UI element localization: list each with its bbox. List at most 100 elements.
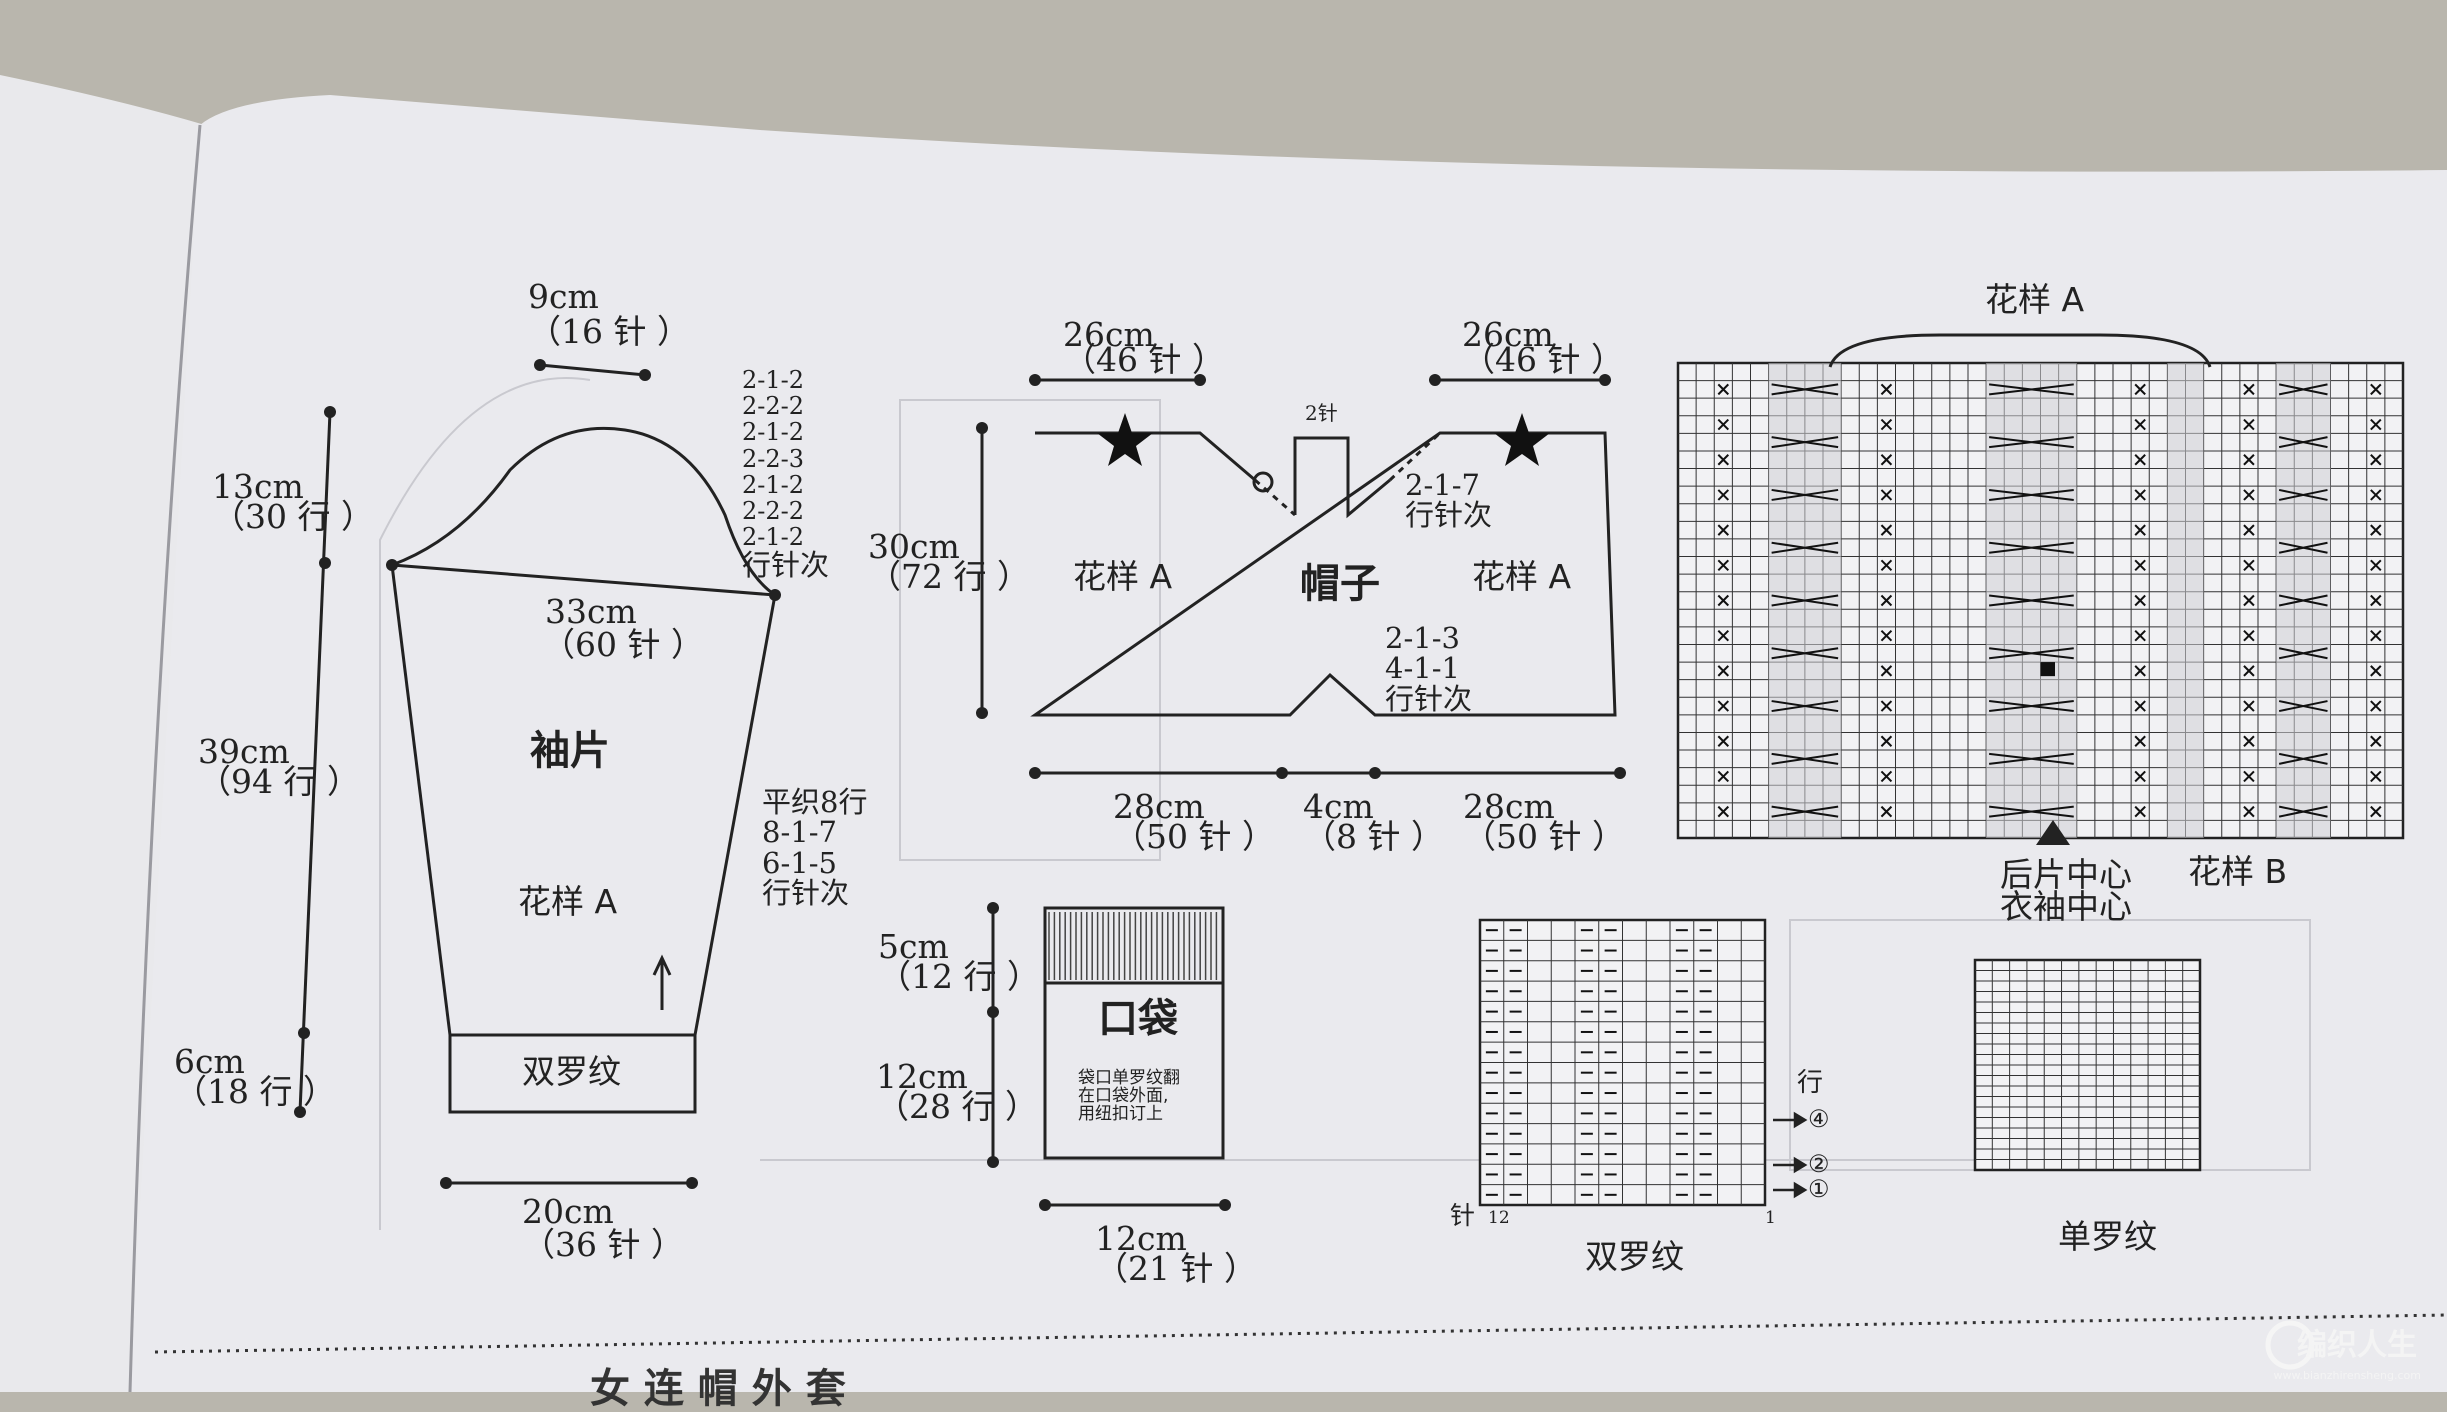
sleeve-cap-shaping: 2-1-2 2-2-2 2-1-2 2-2-3 2-1-2 2-2-2 2-1-… — [742, 367, 829, 580]
cross-stitch-symbol — [2370, 383, 2382, 396]
note-line: 在口袋外面, — [1078, 1085, 1169, 1106]
cross-stitch-symbol — [2243, 418, 2255, 431]
pattern-a-bracket — [1828, 333, 2212, 368]
hood-height-rows: （72 行 ） — [868, 557, 1030, 596]
cross-stitch-symbol — [2370, 489, 2382, 501]
shaping-line: 行针次 — [1385, 681, 1473, 716]
pocket-note: 袋口单罗纹翻 在口袋外面, 用纽扣订上 — [1078, 1069, 1180, 1124]
sleeve-cap-height: 13cm — [212, 467, 304, 506]
row-mark-4: ④ — [1808, 1105, 1830, 1133]
pocket-top-rows: （12 行 ） — [878, 957, 1040, 996]
cross-stitch-symbol — [1717, 770, 1730, 783]
cross-stitch-symbol — [1717, 594, 1730, 607]
cross-stitch-symbol — [1880, 489, 1893, 501]
cross-stitch-symbol — [1880, 559, 1893, 572]
hood-bottom-right-stitches: （50 针 ） — [1463, 817, 1625, 856]
sleeve-bottom-width: 20cm — [522, 1192, 614, 1231]
pocket-rib-hatch — [1048, 912, 1218, 980]
cross-stitch-symbol — [2134, 489, 2146, 501]
sleeve-bottom-stitches: （36 针 ） — [522, 1225, 684, 1264]
cable-cross-symbol — [2278, 805, 2328, 818]
hood-height: 30cm — [868, 527, 960, 566]
center-marker — [2040, 662, 2055, 677]
sleeve-rib-label: 双罗纹 — [522, 1052, 621, 1091]
page-gutter — [128, 124, 202, 1392]
sleeve-rib-height: 6cm — [174, 1042, 245, 1081]
cable-cross-symbol — [1989, 752, 2074, 765]
cross-stitch-symbol — [1717, 735, 1730, 747]
sleeve-center-label: 衣袖中心 — [2000, 887, 2132, 926]
cross-stitch-symbol — [2134, 735, 2146, 747]
cross-stitch-symbol — [2370, 524, 2382, 536]
note-line: 用纽扣订上 — [1078, 1103, 1163, 1124]
shaping-line: 2-1-7 — [1405, 468, 1480, 502]
shaping-line: 行针次 — [1405, 498, 1493, 533]
sleeve-rib-rows: （18 行 ） — [174, 1072, 336, 1111]
cable-cross-symbol — [1771, 488, 1839, 501]
sleeve-cap-rows: （30 行 ） — [212, 497, 374, 536]
cross-stitch-symbol — [1717, 524, 1730, 536]
cable-cross-symbol — [1989, 383, 2074, 396]
cross-stitch-symbol — [2243, 805, 2255, 818]
cable-cross-symbol — [2278, 541, 2328, 554]
sleeve-increase: 平织8行 8-1-7 6-1-5 行针次 — [762, 787, 867, 909]
cable-cross-symbol — [2278, 383, 2328, 396]
sleeve-top-width: 9cm — [528, 277, 599, 316]
cable-cross-symbol — [2278, 488, 2328, 501]
hood-outline — [980, 378, 1620, 775]
shaping-line: 4-1-1 — [1385, 651, 1460, 686]
needle-label: 针 — [1450, 1201, 1476, 1230]
double-rib-grid — [1478, 918, 1767, 1207]
hood-right-top-width: 26cm — [1462, 315, 1554, 354]
pocket-title: 口袋 — [1098, 996, 1178, 1042]
cross-stitch-symbol — [2134, 629, 2146, 642]
row-mark-2: ② — [1808, 1150, 1830, 1178]
cross-stitch-symbol — [2243, 770, 2255, 783]
back-center-label: 后片中心 — [2000, 855, 2132, 894]
row-mark-1: ① — [1808, 1175, 1830, 1203]
increase-line: 平织8行 — [762, 785, 868, 819]
watermark-name: 编织人生 — [2297, 1328, 2417, 1363]
cross-stitch-symbol — [1717, 629, 1730, 642]
hood-left-top-width: 26cm — [1063, 315, 1155, 354]
cross-stitch-symbol — [1880, 735, 1893, 747]
cross-stitch-symbol — [2134, 665, 2146, 677]
sleeve-body-rows: （94 行 ） — [198, 762, 360, 801]
hood-left-top-stitches: （46 针 ） — [1063, 340, 1225, 379]
hood-bottom-right: 28cm — [1463, 787, 1555, 826]
cross-stitch-symbol — [1717, 665, 1730, 677]
cable-cross-symbol — [1771, 383, 1839, 396]
hood-bottom-left-stitches: （50 针 ） — [1113, 817, 1275, 856]
cross-stitch-symbol — [1880, 524, 1893, 536]
cross-stitch-symbol — [2243, 524, 2255, 536]
cross-stitch-symbol — [2134, 559, 2146, 572]
cross-stitch-symbol — [2243, 700, 2255, 712]
cross-stitch-symbol — [2243, 489, 2255, 501]
shaping-line: 2-1-2 — [742, 470, 805, 499]
increase-line: 行针次 — [762, 876, 850, 911]
shaping-line: 2-1-2 — [742, 418, 805, 447]
pattern-a-title: 花样 A — [1985, 280, 2085, 319]
sleeve-upper-stitches: （60 针 ） — [542, 625, 704, 664]
cable-cross-symbol — [1989, 647, 2074, 660]
cable-cross-symbol — [1771, 436, 1839, 449]
hood-center-label: 2针 — [1305, 401, 1338, 425]
cable-cross-symbol — [1989, 805, 2074, 818]
cable-cross-symbol — [2278, 647, 2328, 660]
cross-stitch-symbol — [2370, 418, 2382, 431]
cross-stitch-symbol — [2134, 700, 2146, 712]
hood-bottom-shaping: 2-1-3 4-1-1 行针次 — [1385, 621, 1473, 716]
watermark-url: www.bianzhirensheng.com — [2273, 1369, 2421, 1382]
cross-stitch-symbol — [2134, 383, 2146, 396]
cable-cross-symbol — [1771, 594, 1839, 607]
cable-cross-symbol — [1989, 594, 2074, 607]
cross-stitch-symbol — [2370, 735, 2382, 747]
sleeve-pattern: 花样 A — [518, 882, 618, 921]
shaping-line: 2-1-3 — [1385, 621, 1460, 655]
stitch-end: 1 — [1765, 1208, 1776, 1228]
cross-stitch-symbol — [2243, 559, 2255, 572]
cross-stitch-symbol — [2134, 770, 2146, 783]
cable-cross-symbol — [2278, 752, 2328, 765]
cross-stitch-symbol — [1880, 805, 1893, 818]
